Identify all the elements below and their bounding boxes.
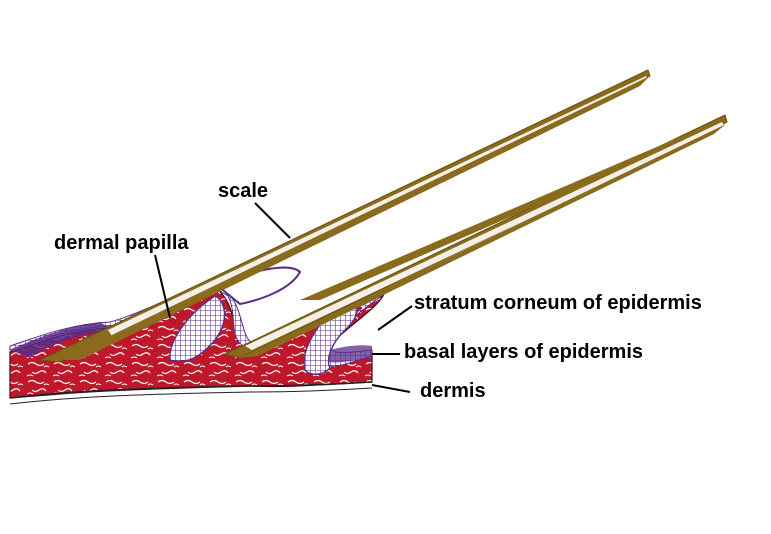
scale-right	[223, 114, 728, 359]
leader-dermis	[371, 384, 411, 393]
basal-outer-right	[328, 345, 372, 363]
label-dermal-papilla: dermal papilla	[54, 232, 189, 254]
label-dermis: dermis	[420, 380, 486, 402]
stratum-corneum-layer	[10, 322, 112, 358]
leader-dermal-papilla	[154, 254, 171, 319]
leader-stratum-corneum	[377, 305, 413, 331]
scale-left	[38, 69, 651, 363]
dermis-bottom-line	[9, 381, 373, 399]
papilla-fold-left	[169, 295, 226, 363]
papilla-fold-right	[303, 301, 358, 375]
label-basal-layers: basal layers of epidermis	[404, 341, 644, 363]
label-stratum-corneum: stratum corneum of epidermis	[414, 292, 702, 314]
label-scale: scale	[218, 180, 269, 202]
leader-scale	[254, 202, 291, 239]
dermis-base-line	[9, 387, 373, 405]
